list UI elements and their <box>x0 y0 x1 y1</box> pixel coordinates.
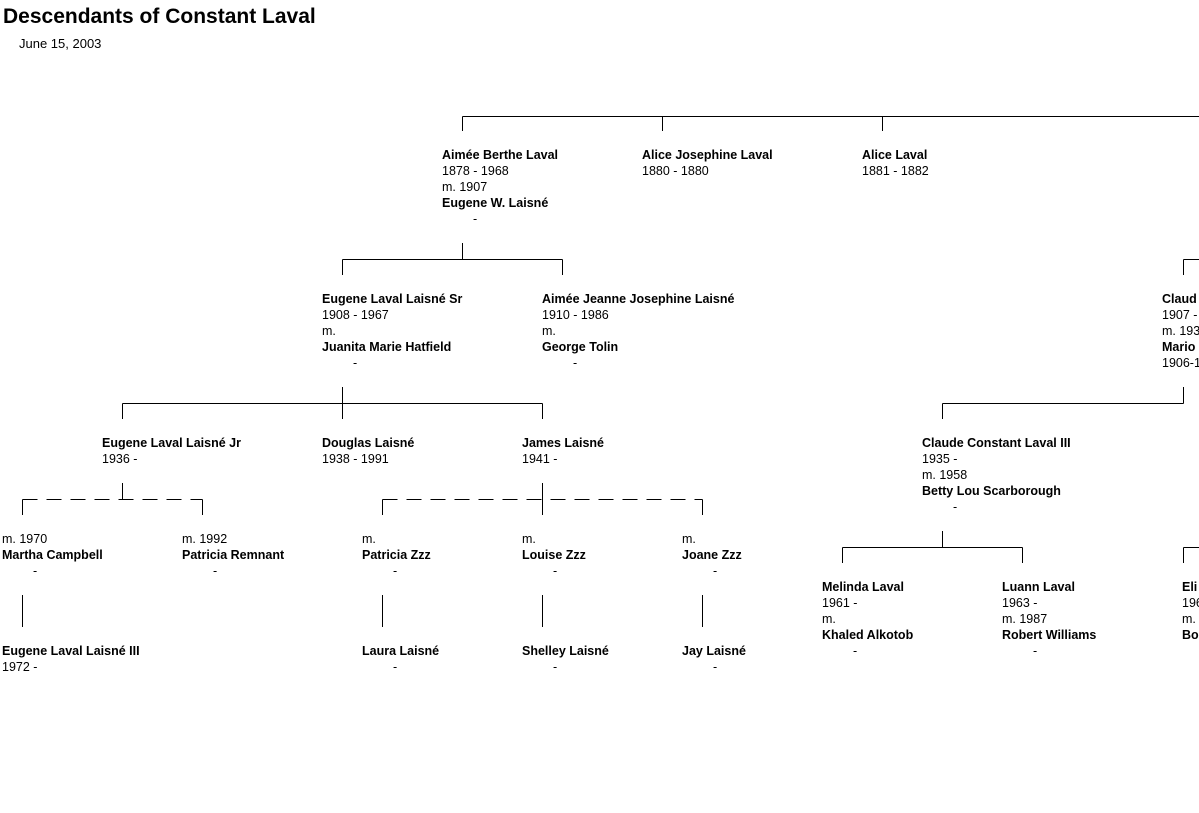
person-name: Laura Laisné <box>362 644 440 658</box>
person-eugene-laval-laisne-iii[interactable]: Eugene Laval Laisné III 1972 - <box>2 643 140 675</box>
spouse-name: Martha Campbell <box>2 548 103 562</box>
person-laura-laisne[interactable]: Laura Laisné - <box>362 643 439 675</box>
person-dates: 1881 - 1882 <box>862 164 929 178</box>
spouse-patricia-zzz[interactable]: m. Patricia Zzz - <box>362 531 431 579</box>
marriage-date: m. <box>1182 612 1196 626</box>
person-name: Alice Josephine Laval <box>642 148 773 162</box>
person-aimee-berthe-laval[interactable]: Aimée Berthe Laval 1878 - 1968 m. 1907 E… <box>442 147 558 227</box>
spouse-martha-campbell[interactable]: m. 1970 Martha Campbell - <box>2 531 103 579</box>
marriage-date: m. 1958 <box>922 468 968 482</box>
person-douglas-laisne[interactable]: Douglas Laisné 1938 - 1991 <box>322 435 414 467</box>
spouse-name: Betty Lou Scarborough <box>922 484 1061 498</box>
person-melinda-laval[interactable]: Melinda Laval 1961 - m. Khaled Alkotob - <box>822 579 913 659</box>
person-shelley-laisne[interactable]: Shelley Laisné - <box>522 643 609 675</box>
person-dates: 1907 - <box>1162 308 1198 322</box>
spouse-dates: - <box>213 564 218 578</box>
person-name: Luann Laval <box>1002 580 1075 594</box>
spouse-name: Patricia Remnant <box>182 548 285 562</box>
person-dates: 1941 - <box>522 452 558 466</box>
person-name: Aimée Berthe Laval <box>442 148 559 162</box>
person-dates: 1961 - <box>822 596 858 610</box>
person-dates: 1880 - 1880 <box>642 164 709 178</box>
person-dates: 1963 - <box>1002 596 1038 610</box>
spouse-dates: 1906-1 <box>1162 356 1199 370</box>
marriage-date: m. <box>362 532 376 546</box>
spouse-name: Eugene W. Laisné <box>442 196 549 210</box>
person-dates: 1878 - 1968 <box>442 164 509 178</box>
person-name: Eugene Laval Laisné Jr <box>102 436 241 450</box>
spouse-joane-zzz[interactable]: m. Joane Zzz - <box>682 531 742 579</box>
spouse-dates: - <box>353 356 358 370</box>
person-name: Eli <box>1182 580 1198 594</box>
person-eli-partial[interactable]: Eli 196 m. Bo <box>1182 579 1199 643</box>
person-dates: 196 <box>1182 596 1199 610</box>
spouse-name: George Tolin <box>542 340 619 354</box>
person-name: Eugene Laval Laisné III <box>2 644 140 658</box>
marriage-date: m. <box>322 324 336 338</box>
person-name: Jay Laisné <box>682 644 746 658</box>
marriage-date: m. <box>682 532 696 546</box>
spouse-dates: - <box>953 500 958 514</box>
spouse-name: Patricia Zzz <box>362 548 431 562</box>
marriage-date: m. 1907 <box>442 180 488 194</box>
person-dates: 1936 - <box>102 452 138 466</box>
person-name: Claude Constant Laval III <box>922 436 1071 450</box>
marriage-date: m. <box>542 324 556 338</box>
person-dates: 1935 - <box>922 452 958 466</box>
person-alice-laval[interactable]: Alice Laval 1881 - 1882 <box>862 147 929 179</box>
spouse-dates: - <box>1033 644 1038 658</box>
spouse-name: Juanita Marie Hatfield <box>322 340 452 354</box>
person-aimee-jeanne-josephine-laisne[interactable]: Aimée Jeanne Josephine Laisné 1910 - 198… <box>542 291 734 371</box>
spouse-patricia-remnant[interactable]: m. 1992 Patricia Remnant - <box>182 531 284 579</box>
marriage-date: m. 1992 <box>182 532 228 546</box>
person-dates: 1972 - <box>2 660 38 674</box>
person-eugene-laval-laisne-jr[interactable]: Eugene Laval Laisné Jr 1936 - <box>102 435 241 467</box>
spouse-dates: - <box>713 564 718 578</box>
person-jay-laisne[interactable]: Jay Laisné - <box>682 643 746 675</box>
person-dates: 1938 - 1991 <box>322 452 389 466</box>
marriage-date: m. 1987 <box>1002 612 1048 626</box>
chart-date: June 15, 2003 <box>19 36 102 51</box>
marriage-date: m. <box>822 612 836 626</box>
spouse-dates: - <box>33 564 38 578</box>
spouse-name: Mario <box>1162 340 1196 354</box>
person-name: Claud <box>1162 292 1197 306</box>
person-dates: - <box>393 660 398 674</box>
spouse-name: Khaled Alkotob <box>822 628 914 642</box>
person-name: Eugene Laval Laisné Sr <box>322 292 463 306</box>
spouse-name: Louise Zzz <box>522 548 586 562</box>
marriage-date: m. 1970 <box>2 532 48 546</box>
chart-title: Descendants of Constant Laval <box>3 5 316 28</box>
person-name: Aimée Jeanne Josephine Laisné <box>542 292 735 306</box>
spouse-dates: - <box>553 564 558 578</box>
person-alice-josephine-laval[interactable]: Alice Josephine Laval 1880 - 1880 <box>642 147 773 179</box>
person-james-laisne[interactable]: James Laisné 1941 - <box>522 435 604 467</box>
spouse-dates: - <box>853 644 858 658</box>
person-eugene-laval-laisne-sr[interactable]: Eugene Laval Laisné Sr 1908 - 1967 m. Ju… <box>322 291 462 371</box>
person-name: James Laisné <box>522 436 604 450</box>
marriage-date: m. 193 <box>1162 324 1199 338</box>
person-name: Alice Laval <box>862 148 928 162</box>
spouse-dates: - <box>393 564 398 578</box>
person-name: Melinda Laval <box>822 580 904 594</box>
spouse-name: Joane Zzz <box>682 548 742 562</box>
spouse-name: Robert Williams <box>1002 628 1097 642</box>
person-dates: - <box>553 660 558 674</box>
person-dates: - <box>713 660 718 674</box>
person-claude-constant-laval-iii[interactable]: Claude Constant Laval III 1935 - m. 1958… <box>922 435 1071 515</box>
marriage-date: m. <box>522 532 536 546</box>
person-claud-partial[interactable]: Claud 1907 - m. 193 Mario 1906-1 <box>1162 291 1199 371</box>
person-name: Douglas Laisné <box>322 436 415 450</box>
person-luann-laval[interactable]: Luann Laval 1963 - m. 1987 Robert Willia… <box>1002 579 1096 659</box>
person-dates: 1908 - 1967 <box>322 308 389 322</box>
spouse-name: Bo <box>1182 628 1199 642</box>
spouse-dates: - <box>473 212 478 226</box>
spouse-louise-zzz[interactable]: m. Louise Zzz - <box>522 531 586 579</box>
person-name: Shelley Laisné <box>522 644 609 658</box>
spouse-dates: - <box>573 356 578 370</box>
person-dates: 1910 - 1986 <box>542 308 609 322</box>
